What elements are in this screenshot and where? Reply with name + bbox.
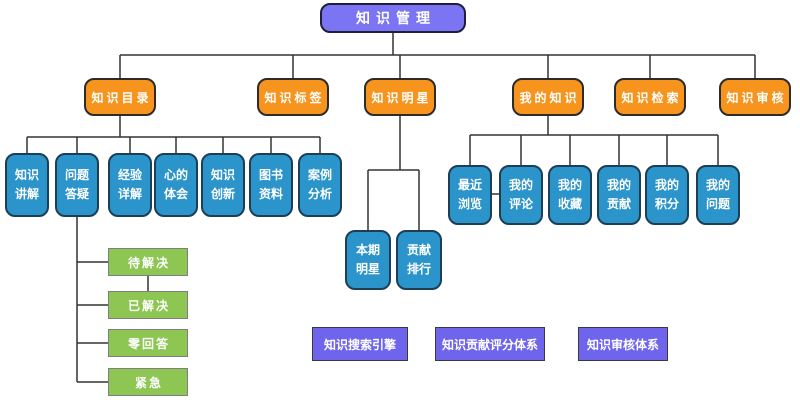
node-recent-views: 最近 浏览 [448,165,492,225]
node-knowledge-explain: 知识 讲解 [5,153,49,217]
node-contribution-scoring-system: 知识贡献评分体系 [435,327,545,361]
node-knowledge-tags: 知识标签 [257,78,329,116]
node-contribution-rank: 贡献 排行 [396,230,442,290]
node-knowledge-management: 知识管理 [320,3,466,33]
node-heart-experience: 心的 体会 [154,153,198,217]
node-search-engine-system: 知识搜索引擎 [312,327,408,361]
node-urgent: 紧急 [108,368,188,396]
node-my-knowledge: 我的知识 [512,78,584,116]
node-knowledge-search: 知识检索 [614,78,686,116]
node-knowledge-audit: 知识审核 [719,78,791,116]
node-audit-system: 知识审核体系 [578,327,668,361]
node-knowledge-stars: 知识明星 [364,78,436,116]
node-my-points: 我的 积分 [645,165,689,225]
node-current-star: 本期 明星 [345,230,391,290]
node-knowledge-catalog: 知识目录 [84,78,156,116]
node-case-analysis: 案例 分析 [298,153,342,217]
node-book-materials: 图书 资料 [249,153,293,217]
node-solved: 已解决 [108,291,188,319]
node-knowledge-innovation: 知识 创新 [201,153,245,217]
node-my-favorites: 我的 收藏 [548,165,592,225]
node-my-questions: 我的 问题 [696,165,740,225]
node-experience-detail: 经验 详解 [108,153,152,217]
node-zero-answer: 零回答 [108,329,188,357]
node-pending: 待解决 [108,248,188,276]
node-my-contributions: 我的 贡献 [597,165,641,225]
node-question-answer: 问题 答疑 [55,153,99,217]
node-my-comments: 我的 评论 [499,165,543,225]
